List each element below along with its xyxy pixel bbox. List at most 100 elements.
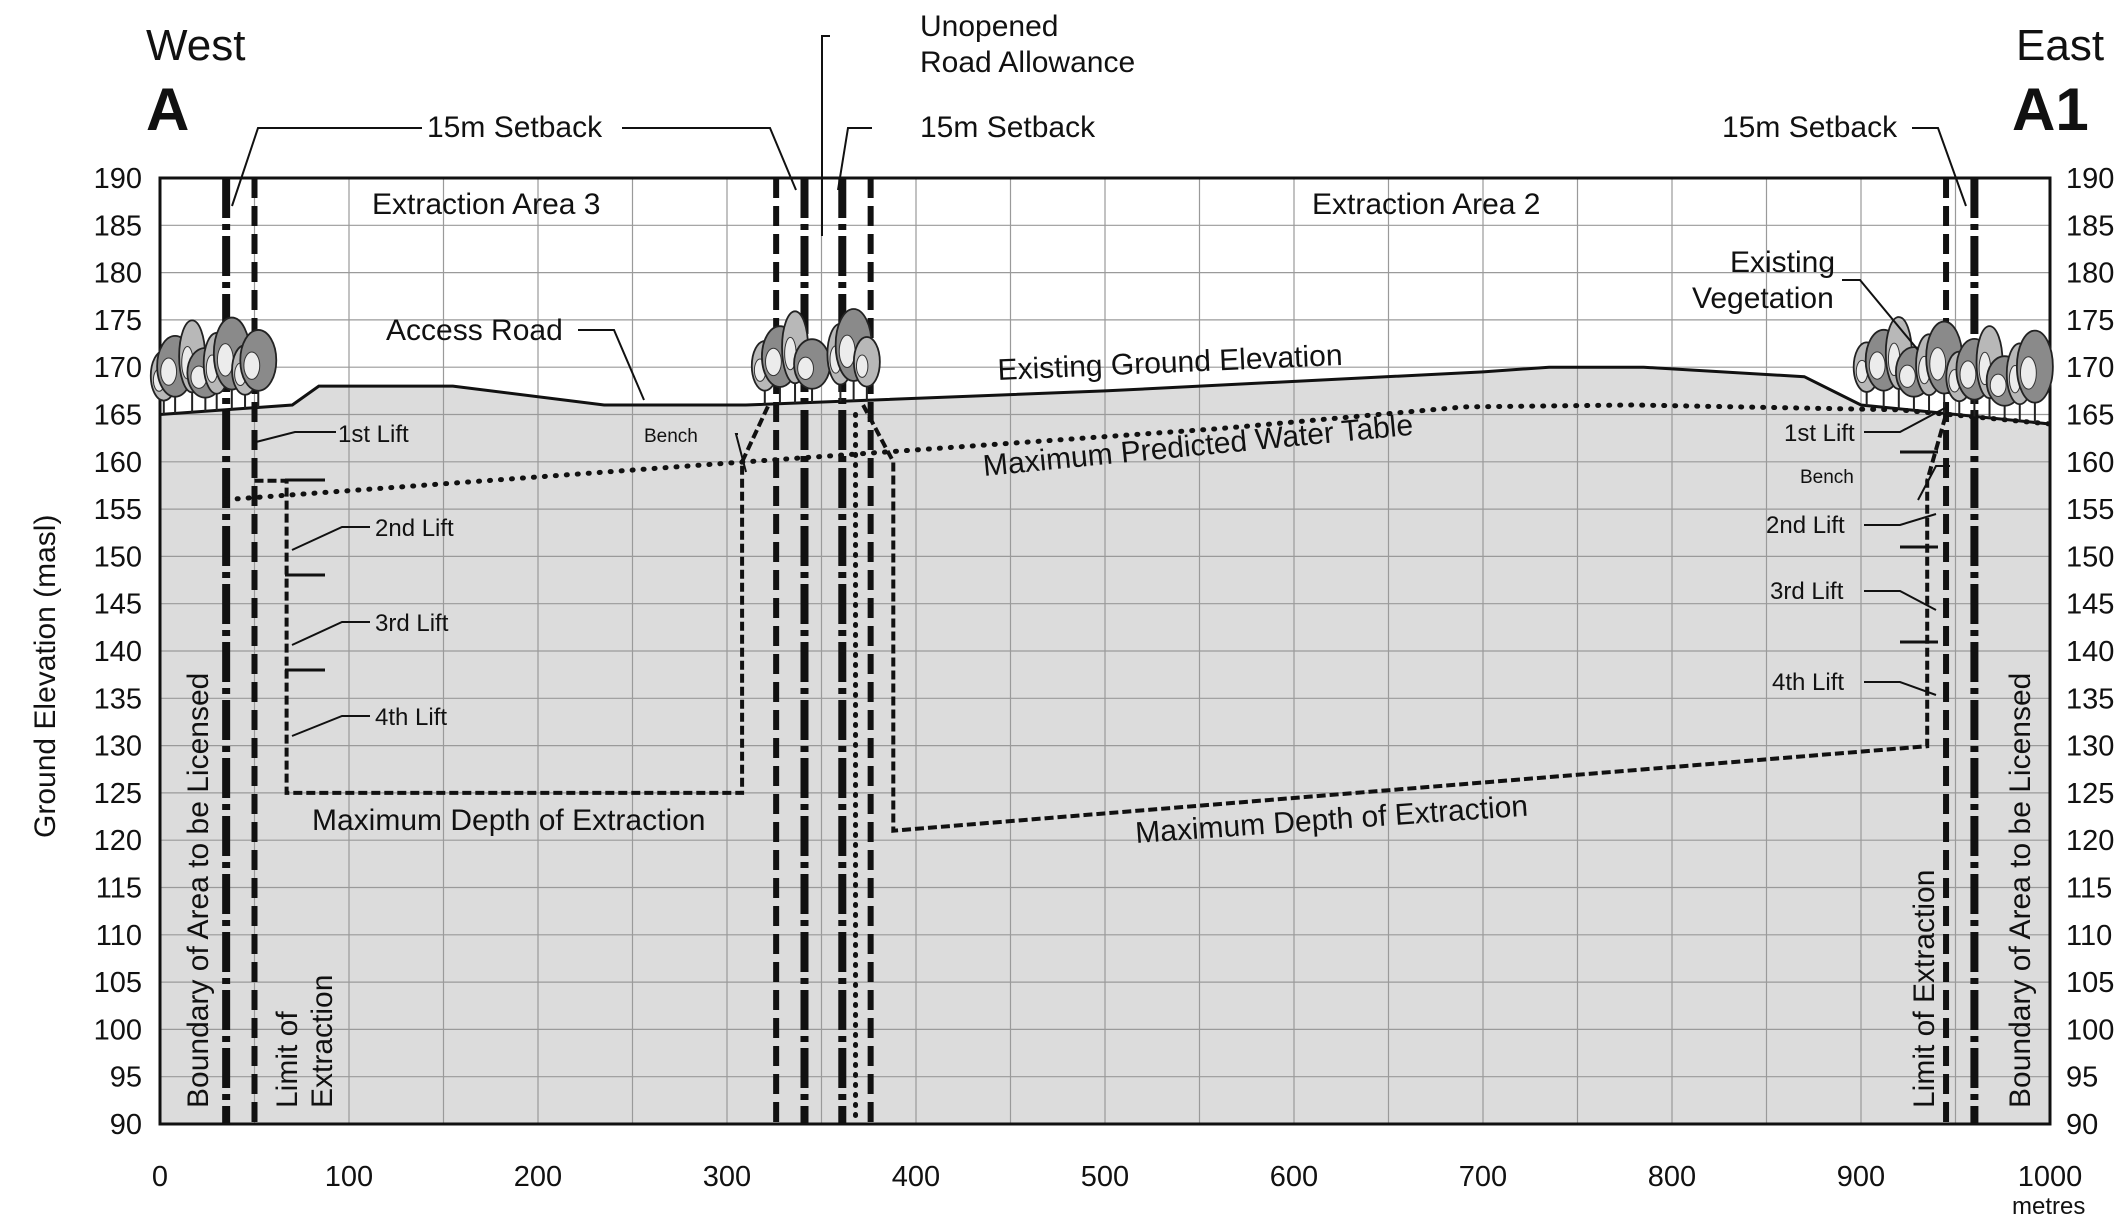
limit-west-label-1: Limit of <box>271 1011 304 1108</box>
x-axis-unit: metres <box>2012 1193 2085 1220</box>
y-tick-label: 115 <box>96 873 142 905</box>
lift-ticks <box>285 450 1938 672</box>
y-tick-label: 160 <box>94 447 142 479</box>
boundary-west-label: Boundary of Area to be Licensed <box>182 673 215 1108</box>
y-tick-label: 110 <box>2066 920 2112 952</box>
x-tick-label: 400 <box>892 1161 940 1193</box>
x-axis-ticks: 0 100 200 300 400 500 600 700 800 900 1000 <box>152 1161 2082 1193</box>
access-road-label: Access Road <box>386 314 563 347</box>
y-tick-label: 155 <box>2066 494 2114 526</box>
section-label-a1: A1 <box>2012 76 2089 143</box>
x-tick-label: 600 <box>1270 1161 1318 1193</box>
y-tick-label: 190 <box>2066 163 2114 195</box>
bench-east-label: Bench <box>1800 467 1854 488</box>
y-tick-label: 105 <box>2066 967 2114 999</box>
lift-2-east-label: 2nd Lift <box>1766 512 1845 539</box>
y-axis-right-ticks: 90 95 100 105 110 115 120 125 130 135 140 145 150 155… <box>2066 163 2114 1141</box>
leader-lines <box>231 35 1967 737</box>
plot-frame <box>158 176 2052 1126</box>
lift-4-east-label: 4th Lift <box>1772 669 1844 696</box>
x-tick-label: 700 <box>1459 1161 1507 1193</box>
y-tick-label: 125 <box>94 778 142 810</box>
x-tick-label: 300 <box>703 1161 751 1193</box>
lift-3-east-label: 3rd Lift <box>1770 578 1844 605</box>
y-tick-label: 100 <box>2066 1014 2114 1046</box>
y-tick-label: 140 <box>2066 636 2114 668</box>
y-tick-label: 90 <box>110 1109 142 1141</box>
bench-west-label: Bench <box>644 426 698 447</box>
x-tick-label: 100 <box>325 1161 373 1193</box>
y-tick-label: 145 <box>2066 589 2114 621</box>
y-tick-label: 185 <box>94 210 142 242</box>
setback-west-label: 15m Setback <box>427 111 603 144</box>
lift-4-west-label: 4th Lift <box>375 704 447 731</box>
x-tick-label: 200 <box>514 1161 562 1193</box>
y-tick-label: 160 <box>2066 447 2114 479</box>
y-tick-label: 130 <box>94 731 142 763</box>
y-tick-label: 130 <box>2066 731 2114 763</box>
setback-mid-label: 15m Setback <box>920 111 1096 144</box>
y-tick-label: 190 <box>94 163 142 195</box>
y-tick-label: 140 <box>94 636 142 668</box>
unopened-road-label-1: Unopened <box>920 10 1058 43</box>
y-tick-label: 135 <box>94 683 142 715</box>
limit-west-label-2: Extraction <box>306 975 339 1108</box>
lift-3-west-label: 3rd Lift <box>375 610 449 637</box>
y-tick-label: 135 <box>2066 683 2114 715</box>
y-tick-label: 100 <box>94 1014 142 1046</box>
y-tick-label: 180 <box>94 258 142 290</box>
y-tick-label: 170 <box>94 352 142 384</box>
y-tick-label: 150 <box>94 541 142 573</box>
boundary-east-label: Boundary of Area to be Licensed <box>2004 673 2037 1108</box>
y-tick-label: 95 <box>110 1062 142 1094</box>
west-direction: West <box>146 21 245 70</box>
y-tick-label: 180 <box>2066 258 2114 290</box>
x-tick-label: 900 <box>1837 1161 1885 1193</box>
y-tick-label: 150 <box>2066 541 2114 573</box>
y-tick-label: 145 <box>94 589 142 621</box>
x-tick-label: 500 <box>1081 1161 1129 1193</box>
existing-vegetation-trees <box>149 308 2054 423</box>
east-direction: East <box>2016 21 2104 70</box>
y-axis-label: Ground Elevation (masl) <box>29 515 62 838</box>
y-tick-label: 115 <box>2066 873 2112 905</box>
y-tick-label: 125 <box>2066 778 2114 810</box>
tree-icon <box>852 336 881 401</box>
setback-east-label: 15m Setback <box>1722 111 1898 144</box>
y-tick-label: 165 <box>2066 400 2114 432</box>
water-table-line <box>223 402 2053 503</box>
y-axis-left-ticks: 9095100105110115120125130135140145150155… <box>94 163 142 1141</box>
existing-vegetation-label-1: Existing <box>1730 246 1835 279</box>
lift-2-west-label: 2nd Lift <box>375 515 454 542</box>
y-tick-label: 90 <box>2066 1109 2098 1141</box>
existing-ground-line <box>159 365 2051 426</box>
y-tick-label: 105 <box>94 967 142 999</box>
y-tick-label: 110 <box>96 920 142 952</box>
y-tick-label: 175 <box>94 305 142 337</box>
y-tick-label: 95 <box>2066 1062 2098 1094</box>
x-tick-label: 800 <box>1648 1161 1696 1193</box>
existing-vegetation-label-2: Vegetation <box>1692 282 1834 315</box>
unopened-road-label-2: Road Allowance <box>920 46 1135 79</box>
y-tick-label: 185 <box>2066 210 2114 242</box>
section-label-a: A <box>146 76 189 143</box>
tree-icon <box>793 338 831 403</box>
max-depth-west-label: Maximum Depth of Extraction <box>312 804 705 837</box>
y-tick-label: 120 <box>94 825 142 857</box>
extraction-area-3-label: Extraction Area 3 <box>372 188 600 221</box>
y-tick-label: 170 <box>2066 352 2114 384</box>
extraction-area-2-outline <box>861 404 1948 833</box>
tree-icon <box>239 329 278 408</box>
limit-east-label: Limit of Extraction <box>1908 870 1941 1108</box>
tree-icon <box>2015 329 2054 423</box>
lift-1-west-label: 1st Lift <box>338 421 409 448</box>
y-tick-label: 120 <box>2066 825 2114 857</box>
lift-1-east-label: 1st Lift <box>1784 420 1855 447</box>
extraction-area-2-label: Extraction Area 2 <box>1312 188 1540 221</box>
x-tick-label: 1000 <box>2018 1161 2083 1193</box>
x-tick-label: 0 <box>152 1161 168 1193</box>
extraction-area-3-outline <box>254 404 771 795</box>
y-tick-label: 175 <box>2066 305 2114 337</box>
y-tick-label: 165 <box>94 400 142 432</box>
